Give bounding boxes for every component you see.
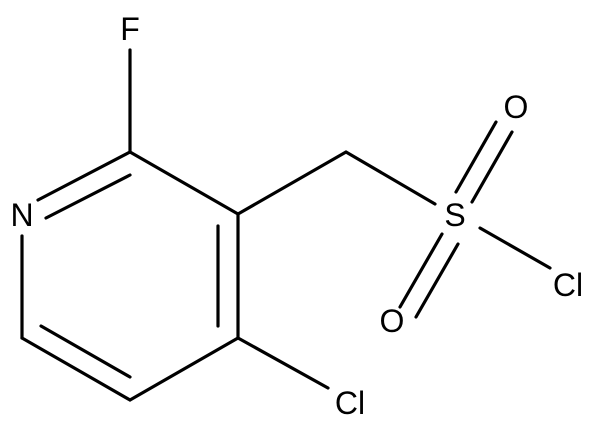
bond-c4-c5 [128, 336, 240, 402]
bond-s-o-bottom-a [398, 232, 444, 309]
bond-n-c2 [36, 150, 132, 202]
bond-s-o-bottom-b [414, 242, 460, 319]
bond-s-o-top-b [470, 130, 514, 204]
bond-c5-c6 [20, 336, 132, 402]
bond-c5-c6-inner [39, 324, 132, 379]
atom-fluorine: F [120, 11, 140, 47]
bond-ch2-s [344, 150, 437, 206]
atom-oxygen-bottom: O [380, 303, 405, 339]
bond-s-cl [478, 226, 552, 270]
bond-c4-cl [236, 336, 330, 390]
atom-nitrogen: N [10, 197, 33, 233]
bond-c2-c3 [128, 150, 240, 216]
bond-c3-ch2 [236, 150, 348, 216]
atom-oxygen-top: O [504, 89, 529, 125]
atom-sulfur: S [444, 197, 465, 233]
atom-chlorine-ring: Cl [335, 385, 365, 421]
pyridine-ring [20, 150, 240, 402]
bond-n-c2-inner [44, 173, 132, 220]
atom-chlorine-sulfonyl: Cl [553, 267, 583, 303]
bond-s-o-top-a [454, 120, 498, 194]
